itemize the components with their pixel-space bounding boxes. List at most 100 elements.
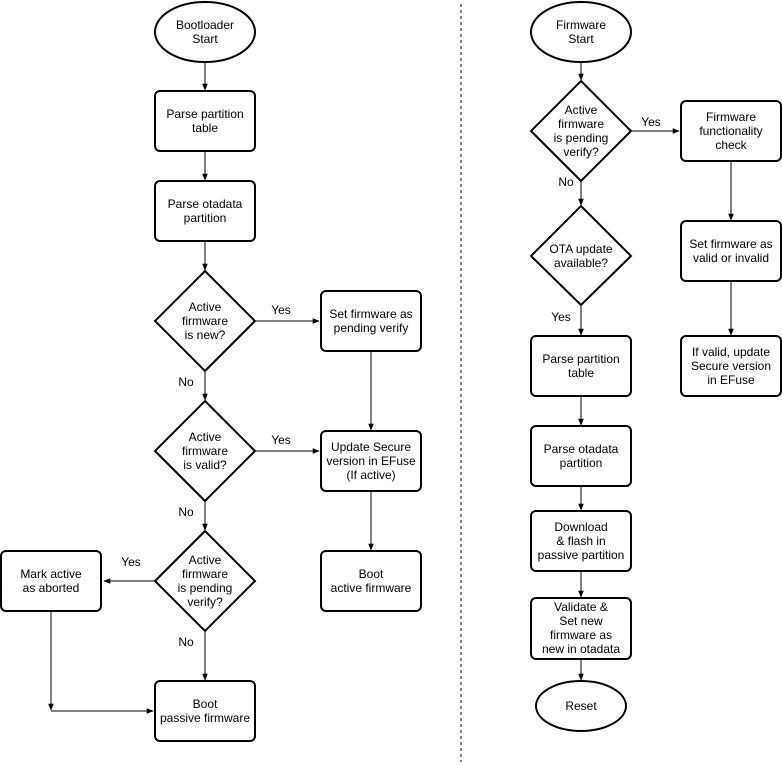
node-label-line: check xyxy=(715,138,747,152)
node-label-line: passive firmware xyxy=(160,711,250,725)
node-label-line: Parse otadata xyxy=(168,197,243,211)
node-label-line: available? xyxy=(554,256,608,270)
edge-label-no: No xyxy=(558,175,574,189)
node-label-line: Active xyxy=(189,430,222,444)
node-fw-reset: Reset xyxy=(535,680,627,732)
node-label-line: valid or invalid xyxy=(693,251,769,265)
node-label-line: Boot xyxy=(193,697,218,711)
node-label-line: version in EFuse xyxy=(326,454,416,468)
node-label-line: is pending xyxy=(178,581,233,595)
node-label-line: is pending xyxy=(554,131,609,145)
node-label-line: firmware xyxy=(182,444,228,458)
node-label-line: OTA update xyxy=(549,242,612,256)
node-label-line: Bootloader xyxy=(176,18,234,32)
edge-label-no: No xyxy=(178,375,194,389)
node-label-line: firmware xyxy=(558,117,604,131)
node-label-line: active firmware xyxy=(331,581,412,595)
node-label-line: Mark active xyxy=(20,567,82,581)
node-label-line: partition xyxy=(560,456,603,470)
node-label-line: table xyxy=(568,366,594,380)
node-label-line: new in otadata xyxy=(542,642,620,656)
node-label-line: Set firmware as xyxy=(329,307,412,321)
node-label-line: Set new xyxy=(559,614,603,628)
node-label-line: is new? xyxy=(185,328,226,342)
node-label-line: firmware xyxy=(182,567,228,581)
edge-labels: Yes No Yes No Yes No Yes No Yes xyxy=(121,115,661,649)
node-label-line: Secure version xyxy=(691,359,771,373)
node-label-line: Validate & xyxy=(554,600,608,614)
node-label-line: Download xyxy=(554,520,607,534)
edge-label-yes: Yes xyxy=(641,115,661,129)
edge-label-yes: Yes xyxy=(551,310,571,324)
node-label-line: Update Secure xyxy=(331,440,411,454)
edge-label-yes: Yes xyxy=(271,303,291,317)
node-label-line: as aborted xyxy=(23,581,80,595)
node-label-line: passive partition xyxy=(538,548,625,562)
node-label-line: Firmware xyxy=(706,110,756,124)
node-label-line: in EFuse xyxy=(707,373,755,387)
edge-label-yes: Yes xyxy=(271,433,291,447)
node-label-line: If valid, update xyxy=(692,345,770,359)
node-label-line: firmware xyxy=(182,314,228,328)
node-label-line: & flash in xyxy=(556,534,605,548)
node-label-line: Set firmware as xyxy=(689,237,772,251)
node-label-line: Start xyxy=(568,32,594,46)
node-label-line: (If active) xyxy=(346,468,395,482)
node-label-line: functionality xyxy=(699,124,762,138)
node-label-line: pending verify xyxy=(334,321,409,335)
node-label-line: Firmware xyxy=(556,18,606,32)
node-label-line: Parse otadata xyxy=(544,442,619,456)
node-label-line: Active xyxy=(189,300,222,314)
node-label-line: Parse partition xyxy=(166,107,243,121)
node-label-line: Active xyxy=(565,103,598,117)
edge-label-yes: Yes xyxy=(121,555,141,569)
node-label: Reset xyxy=(565,699,597,713)
node-label-line: partition xyxy=(184,211,227,225)
edge-label-no: No xyxy=(178,505,194,519)
edges xyxy=(48,62,734,714)
node-label-line: Reset xyxy=(565,699,597,713)
node-label-line: Start xyxy=(192,32,218,46)
node-label-line: is valid? xyxy=(183,458,227,472)
node-label-line: firmware as xyxy=(550,628,612,642)
node-label-line: verify? xyxy=(187,595,223,609)
node-label-line: Parse partition xyxy=(542,352,619,366)
